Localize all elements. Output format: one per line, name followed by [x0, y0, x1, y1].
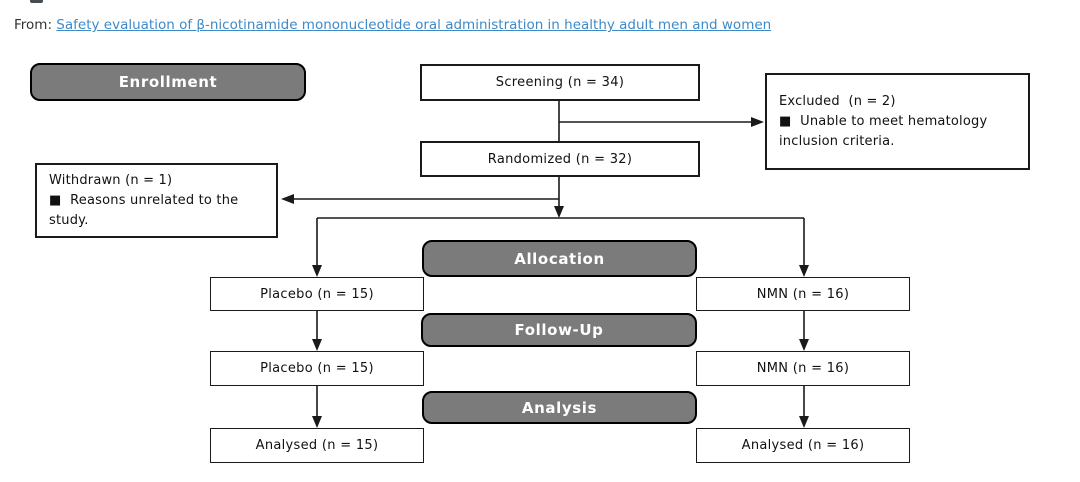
screening-box: Screening (n = 34): [420, 64, 700, 101]
withdrawn-reason: ■ Reasons unrelated to the study.: [49, 192, 243, 228]
placebo-allocated-box: Placebo (n = 15): [210, 277, 424, 311]
clipped-heading-fragment: [30, 0, 43, 3]
withdrawn-title: Withdrawn (n = 1): [49, 172, 173, 188]
stage-follow-up: Follow-Up: [421, 313, 697, 347]
excluded-box: Excluded (n = 2) ■ Unable to meet hemato…: [765, 73, 1030, 170]
placebo-followed-box: Placebo (n = 15): [210, 351, 424, 386]
paper-title-link[interactable]: Safety evaluation of β-nicotinamide mono…: [56, 17, 772, 33]
nmn-followed-box: NMN (n = 16): [696, 351, 910, 386]
randomized-box: Randomized (n = 32): [420, 141, 700, 177]
excluded-title: Excluded (n = 2): [779, 93, 896, 109]
excluded-reason-line1: ■ Unable to meet hematology: [779, 113, 988, 129]
placebo-analysed-box: Analysed (n = 15): [210, 428, 424, 463]
stage-analysis: Analysis: [422, 391, 697, 424]
stage-enrollment: Enrollment: [30, 63, 306, 101]
nmn-analysed-box: Analysed (n = 16): [696, 428, 910, 463]
withdrawn-box: Withdrawn (n = 1) ■ Reasons unrelated to…: [35, 163, 278, 238]
stage-allocation: Allocation: [422, 240, 697, 277]
excluded-reason-line2: inclusion criteria.: [779, 133, 895, 149]
from-label: From:: [14, 17, 52, 33]
nmn-allocated-box: NMN (n = 16): [696, 277, 910, 311]
figure-source-line: From: Safety evaluation of β-nicotinamid…: [14, 17, 771, 33]
